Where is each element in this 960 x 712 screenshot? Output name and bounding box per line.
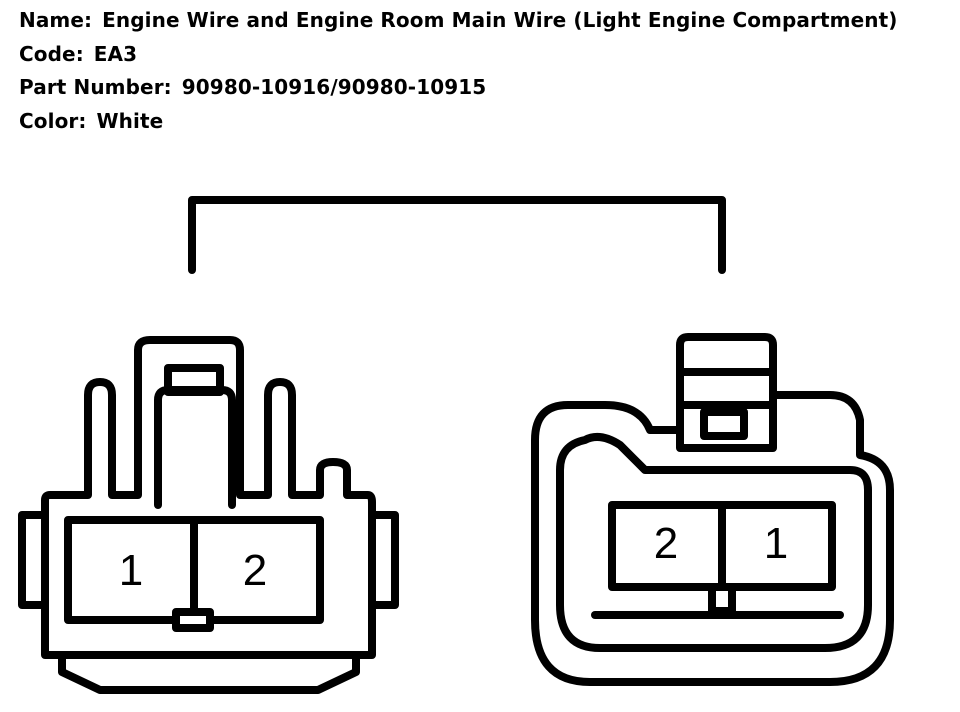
color-value: White [96,108,164,133]
code-label: Code: [19,41,84,66]
right-latch-frame [676,391,777,452]
part-number-label: Part Number: [19,75,172,99]
right-latch-window [700,408,748,440]
left-polarity-key [172,608,214,632]
left-side-clip-left [18,511,49,609]
right-connector-shell [531,333,894,686]
color-label: Color: [19,108,87,133]
right-connector [531,333,894,686]
left-connector-body [41,336,376,659]
name-label: Name: [19,8,93,32]
left-connector [18,336,399,694]
right-polarity-key [708,583,736,615]
left-lower-skirt [58,651,360,694]
left-latch-window [164,364,224,396]
right-pin-2-label: 2 [654,519,678,568]
color-row: Color: White [19,105,897,139]
left-side-clip-right [368,511,399,609]
left-pin-1-label: 1 [119,546,143,595]
name-value: Engine Wire and Engine Room Main Wire (L… [102,8,898,32]
connector-info: Name: Engine Wire and Engine Room Main Wi… [19,4,897,138]
left-latch-frame [154,386,236,509]
part-number-row: Part Number: 90980-10916/90980-10915 [19,71,897,105]
name-row: Name: Engine Wire and Engine Room Main Wi… [19,4,897,38]
code-value: EA3 [93,41,138,66]
code-row: Code: EA3 [19,38,897,72]
mating-bracket [188,196,726,274]
right-pin-1-label: 1 [764,519,788,568]
part-number-value: 90980-10916/90980-10915 [181,75,487,99]
right-connector-inner [556,432,872,652]
left-pin-2-label: 2 [243,546,267,595]
